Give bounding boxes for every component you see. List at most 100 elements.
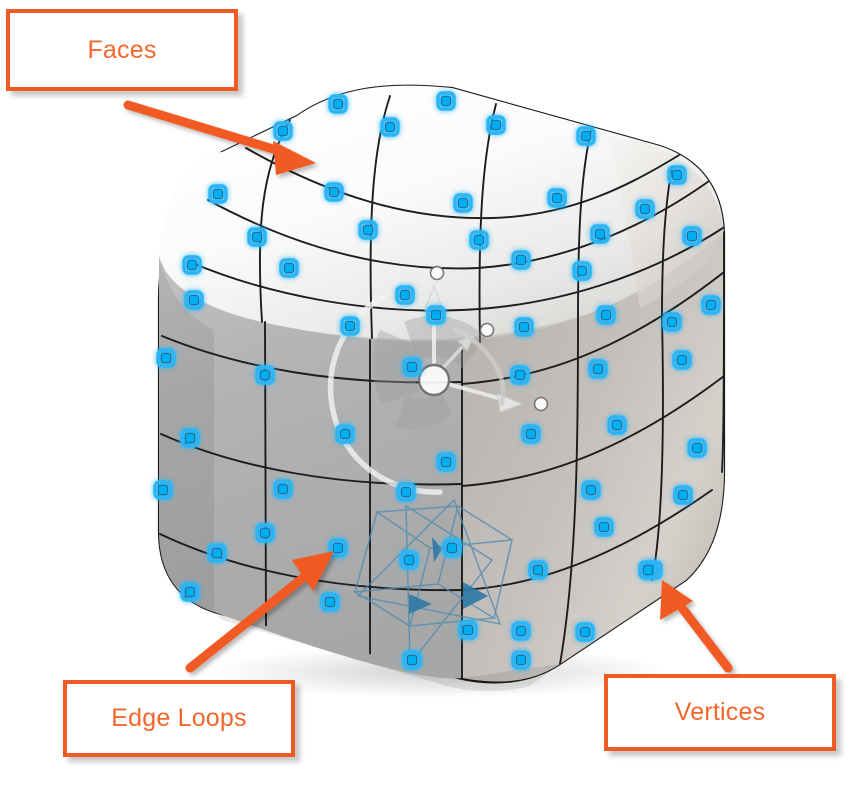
gizmo-handle-dot-upper-right[interactable] — [479, 322, 495, 338]
vertex-marker[interactable] — [588, 359, 608, 379]
vertex-marker[interactable] — [380, 117, 400, 137]
vertex-marker[interactable] — [469, 230, 489, 250]
vertex-marker[interactable] — [395, 285, 415, 305]
vertex-marker-glow — [572, 261, 592, 281]
vertex-marker[interactable] — [442, 538, 462, 558]
vertex-marker[interactable] — [511, 250, 531, 270]
vertex-marker[interactable] — [701, 295, 721, 315]
plane-arrow-left[interactable] — [409, 594, 432, 614]
vertex-marker[interactable] — [486, 115, 506, 135]
vertex-marker[interactable] — [638, 560, 658, 580]
vertex-marker-core — [462, 624, 474, 636]
plane-arrow-right[interactable] — [463, 582, 488, 609]
callout-box-faces[interactable]: Faces — [6, 9, 238, 91]
vertex-marker[interactable] — [521, 424, 541, 444]
vertex-marker[interactable] — [607, 415, 627, 435]
vertex-marker-glow — [594, 517, 614, 537]
vertex-marker[interactable] — [436, 91, 456, 111]
vertex-marker[interactable] — [182, 255, 202, 275]
vertex-marker[interactable] — [594, 517, 614, 537]
vertex-marker[interactable] — [320, 592, 340, 612]
vertex-marker[interactable] — [402, 357, 422, 377]
vertex-marker[interactable] — [667, 165, 687, 185]
vertex-marker[interactable] — [453, 193, 473, 213]
mesh-edge-loops — [159, 95, 724, 679]
gizmo-handle-dot-top[interactable] — [429, 265, 445, 281]
vertex-marker[interactable] — [511, 621, 531, 641]
plane-quad-upper[interactable] — [374, 505, 515, 549]
vertex-marker-core — [518, 321, 530, 333]
vertex-marker[interactable] — [547, 188, 567, 208]
transform-manipulator-gizmo[interactable] — [327, 265, 549, 495]
vertex-marker[interactable] — [682, 226, 702, 246]
vertex-marker-core — [362, 224, 374, 236]
vertex-marker[interactable] — [511, 650, 531, 670]
plane-rail-left[interactable] — [354, 511, 378, 593]
vertex-marker[interactable] — [590, 224, 610, 244]
vertex-marker-glow — [469, 230, 489, 250]
vertex-marker-core — [525, 428, 537, 440]
plane-rail-right[interactable] — [493, 539, 513, 619]
vertex-marker[interactable] — [399, 550, 419, 570]
vertex-marker[interactable] — [335, 424, 355, 444]
vertex-marker[interactable] — [156, 348, 176, 368]
plane-rail-front[interactable] — [409, 547, 431, 627]
gizmo-center-pivot[interactable] — [417, 363, 451, 397]
vertex-marker[interactable] — [510, 365, 530, 385]
vertex-marker-glow — [279, 258, 299, 278]
vertex-marker-layer[interactable] — [153, 91, 721, 670]
vertex-marker-core — [277, 483, 289, 495]
vertex-marker-core — [515, 625, 527, 637]
gizmo-handle-dot-right[interactable] — [533, 396, 549, 412]
vertex-marker-glow — [273, 479, 293, 499]
vertex-marker-core — [691, 442, 703, 454]
callout-label-edge-loops: Edge Loops — [111, 704, 247, 732]
callout-box-vertices[interactable]: Vertices — [604, 674, 836, 751]
vertex-marker[interactable] — [255, 523, 275, 543]
vertex-marker[interactable] — [340, 316, 360, 336]
vertex-marker[interactable] — [572, 261, 592, 281]
vertex-marker[interactable] — [396, 482, 416, 502]
vertex-marker-glow — [521, 424, 541, 444]
vertex-marker-core — [384, 121, 396, 133]
plane-arrow-up[interactable] — [432, 537, 442, 562]
axis-plane-arrowheads[interactable] — [409, 537, 488, 614]
vertex-marker[interactable] — [426, 305, 446, 325]
vertex-marker[interactable] — [528, 560, 548, 580]
vertex-marker[interactable] — [255, 365, 275, 385]
vertex-marker[interactable] — [279, 258, 299, 278]
vertex-marker[interactable] — [576, 126, 596, 146]
callout-box-edge-loops[interactable]: Edge Loops — [63, 680, 295, 757]
plane-triangle-a[interactable] — [356, 498, 502, 625]
vertex-marker[interactable] — [180, 428, 200, 448]
rotate-arc-right[interactable] — [453, 327, 506, 407]
vertex-marker[interactable] — [581, 480, 601, 500]
vertex-marker[interactable] — [153, 480, 173, 500]
face-right-side — [462, 232, 724, 682]
vertex-marker-glow — [511, 650, 531, 670]
vertex-marker[interactable] — [273, 479, 293, 499]
vertex-marker[interactable] — [635, 199, 655, 219]
vertex-marker[interactable] — [458, 620, 478, 640]
vertex-marker[interactable] — [436, 452, 456, 472]
vertex-marker-core — [184, 432, 196, 444]
vertex-marker[interactable] — [687, 438, 707, 458]
vertex-marker[interactable] — [514, 317, 534, 337]
vertex-marker[interactable] — [208, 184, 228, 204]
vertex-marker[interactable] — [328, 538, 348, 558]
vertex-marker[interactable] — [324, 182, 344, 202]
vertex-marker[interactable] — [207, 543, 227, 563]
vertex-marker[interactable] — [358, 220, 378, 240]
plane-triangle-b[interactable] — [405, 504, 494, 667]
vertex-marker[interactable] — [328, 94, 348, 114]
vertex-marker[interactable] — [247, 227, 267, 247]
vertex-marker[interactable] — [673, 485, 693, 505]
vertex-marker-glow — [511, 621, 531, 641]
vertex-marker[interactable] — [575, 622, 595, 642]
vertex-marker[interactable] — [596, 305, 616, 325]
vertex-marker[interactable] — [672, 350, 692, 370]
vertex-marker[interactable] — [402, 650, 422, 670]
vertex-marker[interactable] — [184, 290, 204, 310]
vertex-marker[interactable] — [662, 312, 682, 332]
